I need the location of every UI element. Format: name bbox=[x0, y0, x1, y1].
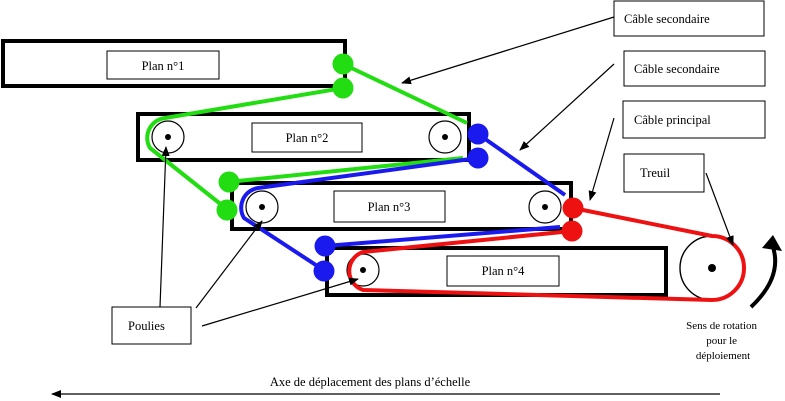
pulley-plane3-left bbox=[245, 190, 279, 224]
arrow-pulley-2 bbox=[195, 220, 263, 309]
svg-text:Câble principal: Câble principal bbox=[634, 113, 711, 127]
callout-pulleys: Poulies bbox=[111, 306, 192, 345]
green-anchor-dots bbox=[216, 53, 354, 221]
axis-label: Axe de déplacement des plans d’échelle bbox=[270, 375, 471, 389]
plane-3-label: Plan n°3 bbox=[368, 200, 411, 214]
svg-text:Treuil: Treuil bbox=[640, 166, 671, 180]
green-cable bbox=[145, 62, 468, 212]
plane-3: Plan n°3 bbox=[230, 181, 573, 231]
svg-text:Câble secondaire: Câble secondaire bbox=[624, 12, 710, 26]
red-anchor-dots bbox=[561, 197, 584, 242]
plane-4-label: Plan n°4 bbox=[482, 264, 526, 278]
rotation-arrowhead bbox=[762, 235, 782, 251]
arrow-pulley-3 bbox=[201, 277, 359, 327]
plane-2: Plan n°2 bbox=[136, 112, 471, 162]
callout-winch: Treuil bbox=[623, 153, 705, 193]
svg-text:Câble secondaire: Câble secondaire bbox=[634, 62, 720, 76]
arrow-pulley-1 bbox=[159, 146, 170, 308]
arrow-secondary-cable-2 bbox=[519, 63, 615, 151]
rotation-label: Sens de rotation pour le déploiement bbox=[686, 320, 760, 362]
arrow-main-cable bbox=[588, 117, 615, 201]
plane-1: Plan n°1 bbox=[1, 39, 347, 88]
pulley-plane2-left bbox=[151, 120, 185, 154]
svg-text:Poulies: Poulies bbox=[128, 319, 165, 333]
rotation-arc bbox=[749, 243, 778, 309]
blue-anchor-dots bbox=[313, 123, 489, 282]
pulley-plane3-right bbox=[528, 190, 562, 224]
callout-main-cable: Câble principal bbox=[622, 100, 766, 139]
arrow-secondary-cable-1 bbox=[401, 16, 615, 85]
plane-2-label: Plan n°2 bbox=[286, 131, 329, 145]
plane-1-label: Plan n°1 bbox=[142, 59, 185, 73]
arrow-winch bbox=[705, 172, 734, 246]
callout-secondary-cable-1: Câble secondaire bbox=[613, 0, 765, 37]
blue-cable bbox=[239, 132, 567, 273]
pulley-plane2-right bbox=[428, 120, 462, 154]
callout-secondary-cable-2: Câble secondaire bbox=[623, 50, 766, 87]
